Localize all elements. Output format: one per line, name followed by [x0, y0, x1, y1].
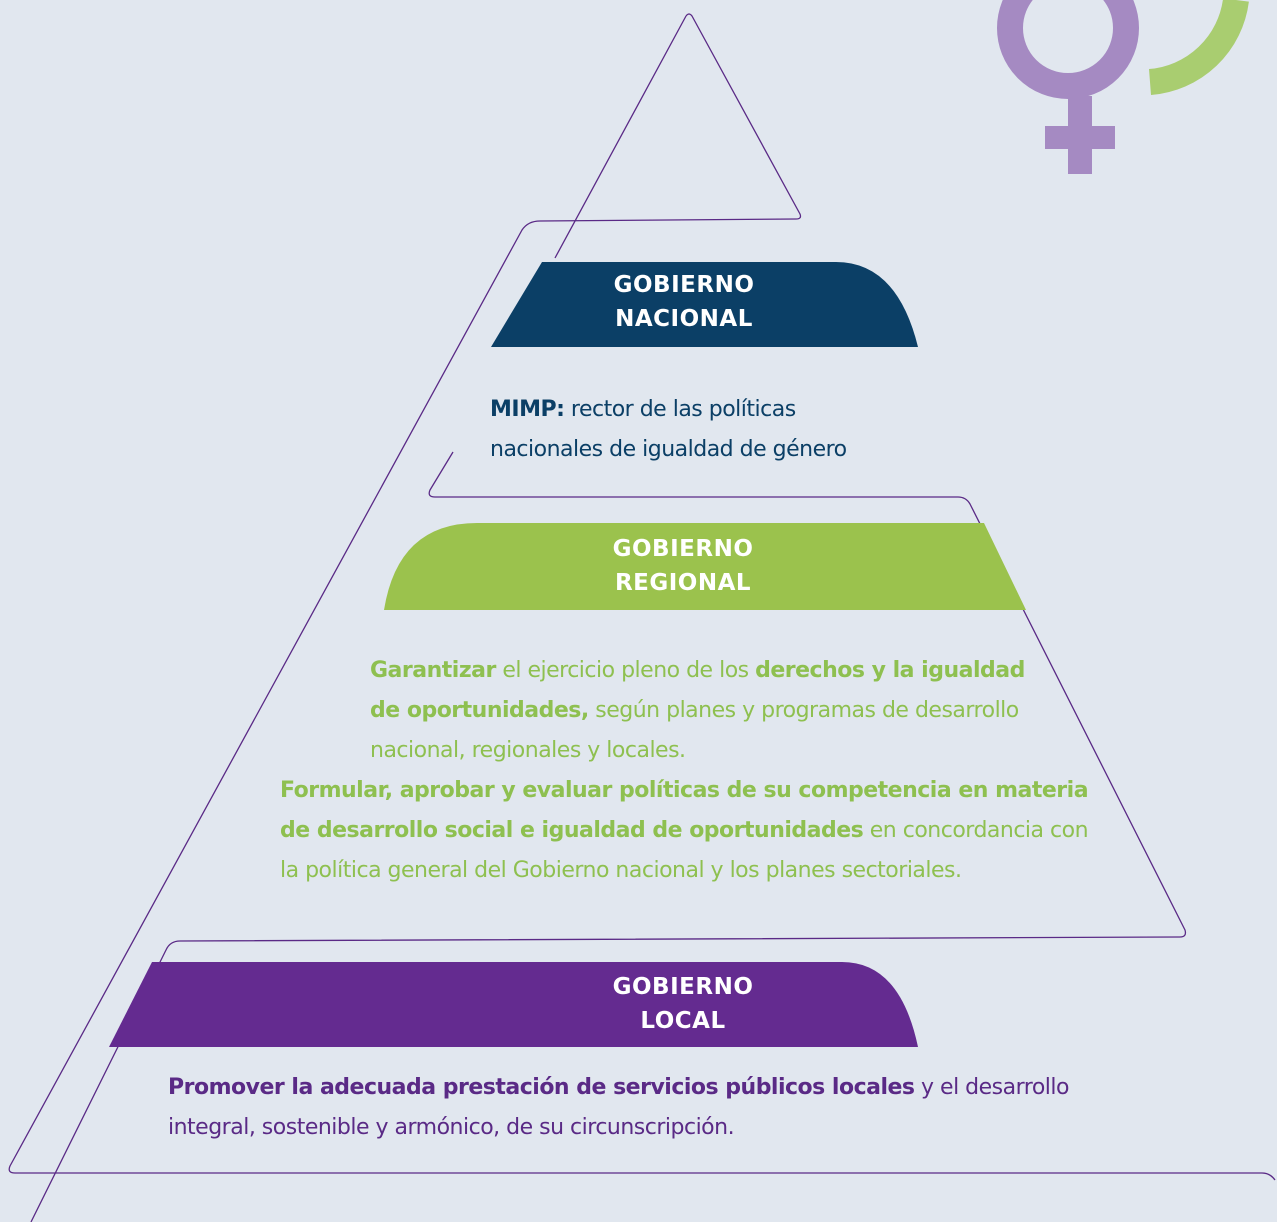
title-gobierno-regional: GOBIERNO REGIONAL — [612, 536, 754, 596]
band-nacional — [491, 262, 918, 347]
regional-description-1: Garantizar el ejercicio pleno de los der… — [370, 658, 1025, 763]
pyramid-outlines — [8, 13, 1276, 1222]
regional-description-2: Formular, aprobar y evaluar políticas de… — [280, 778, 1089, 883]
green-ring — [1148, 0, 1249, 95]
nacional-lead: MIMP: — [490, 397, 565, 422]
nacional-description: MIMP: rector de las políticas nacionales… — [490, 390, 885, 470]
title-gobierno-local: GOBIERNO LOCAL — [612, 974, 754, 1034]
middle-outline — [30, 15, 1187, 1222]
venus-symbol-icon — [997, 0, 1249, 174]
venus-crossbar — [1045, 126, 1115, 149]
nacional-text: rector de las políticas nacionales de ig… — [490, 397, 847, 462]
title-gobierno-nacional: GOBIERNO NACIONAL — [613, 272, 755, 332]
band-regional — [384, 523, 1026, 610]
top-triangle-outline — [8, 13, 1276, 1181]
local-description: Promover la adecuada prestación de servi… — [168, 1075, 1070, 1140]
venus-ring — [997, 0, 1139, 99]
band-local — [109, 962, 918, 1047]
